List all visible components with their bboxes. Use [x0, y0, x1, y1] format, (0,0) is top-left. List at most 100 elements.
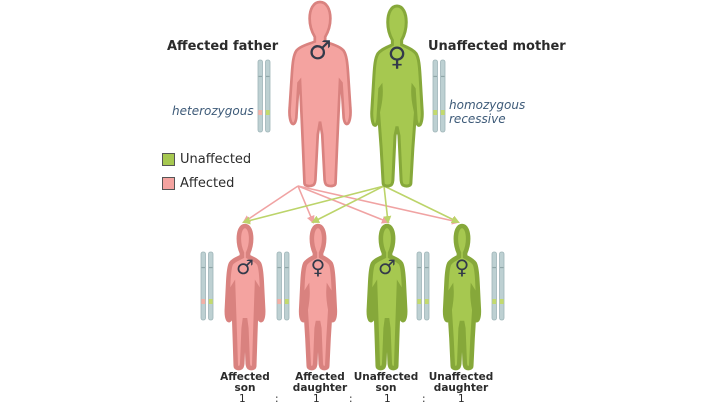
child-figure-1: ♂ — [227, 226, 263, 368]
male-symbol-icon: ♂ — [378, 255, 396, 279]
legend-affected-label: Affected — [180, 176, 235, 191]
father-figure: ♂ — [289, 2, 350, 186]
figure-body — [445, 226, 479, 368]
arrow-from-father — [297, 185, 390, 224]
centromere-mark — [441, 75, 445, 78]
chromosome — [416, 251, 422, 321]
arrow-from-mother — [242, 185, 385, 225]
centromere-mark — [266, 75, 270, 78]
ratio-unaffected-son: 1 — [384, 393, 391, 405]
centromere-mark — [201, 266, 205, 269]
centromere-mark — [277, 266, 281, 269]
figure-body — [372, 6, 423, 186]
arrow-from-mother — [383, 185, 460, 223]
child1-chromosomes — [200, 251, 214, 321]
child-figure-2: ♀ — [301, 226, 335, 368]
legend-unaffected-label: Unaffected — [180, 152, 252, 167]
ratio-affected-son: 1 — [239, 393, 246, 405]
legend-unaffected: Unaffected — [162, 152, 251, 167]
ratio-separator: : — [422, 393, 426, 405]
arrow-from-father — [297, 185, 460, 225]
child4-chromosomes — [491, 251, 505, 321]
child-label-unaffected-daughter: Unaffected daughter — [421, 372, 501, 394]
father-label: Affected father — [167, 39, 279, 54]
centromere-mark — [258, 75, 262, 78]
child-figure-4: ♀ — [445, 226, 479, 368]
father-genotype: heterozygous — [172, 104, 254, 118]
child-label-unaffected-son: Unaffected son — [346, 372, 426, 394]
chromosome — [432, 59, 438, 133]
centromere-mark — [209, 266, 213, 269]
male-symbol-icon: ♂ — [236, 255, 254, 279]
figure-body — [227, 226, 263, 368]
ratio-affected-daughter: 1 — [313, 393, 320, 405]
centromere-mark — [285, 266, 289, 269]
gene-band — [433, 110, 438, 115]
child2-chromosomes — [276, 251, 290, 321]
chromosome — [257, 59, 263, 133]
gene-band — [440, 110, 445, 115]
ratio-separator: : — [275, 393, 279, 405]
child-label-line2: daughter — [292, 382, 348, 394]
mother-figure: ♀ — [372, 6, 423, 186]
arrow-from-father — [297, 185, 315, 224]
arrow-from-father — [242, 185, 299, 224]
gene-band — [258, 110, 263, 115]
chromosomes — [200, 59, 505, 321]
arrow-from-mother — [383, 185, 392, 224]
male-symbol-icon: ♂ — [308, 36, 331, 66]
child-label-line1: Affected — [220, 371, 270, 383]
ratio-separator: : — [349, 393, 353, 405]
child-figure-3: ♂ — [369, 226, 405, 368]
gene-band — [417, 299, 422, 304]
father-chromosomes — [257, 59, 271, 133]
chromosome — [276, 251, 282, 321]
legend-affected: Affected — [162, 176, 234, 191]
female-symbol-icon: ♀ — [311, 255, 326, 279]
chromosome — [208, 251, 214, 321]
child-label-line1: Unaffected — [428, 371, 494, 383]
arrow-from-mother — [311, 185, 385, 223]
centromere-mark — [425, 266, 429, 269]
child-label-line1: Unaffected — [353, 371, 419, 383]
legend-affected-swatch — [162, 177, 175, 190]
inheritance-arrows — [242, 185, 460, 225]
mother-genotype-line2: recessive — [449, 112, 506, 126]
gene-band — [499, 299, 504, 304]
child3-chromosomes — [416, 251, 430, 321]
child-label-line2: daughter — [433, 382, 489, 394]
mother-genotype-line1: homozygous — [449, 98, 526, 112]
child-label-affected-son: Affected son — [205, 372, 285, 394]
chromosome — [424, 251, 430, 321]
chromosome — [440, 59, 446, 133]
chromosome — [200, 251, 206, 321]
child-label-line1: Affected — [295, 371, 345, 383]
gene-band — [277, 299, 282, 304]
figure-body — [301, 226, 335, 368]
centromere-mark — [492, 266, 496, 269]
centromere-mark — [433, 75, 437, 78]
gene-band — [201, 299, 206, 304]
child-label-affected-daughter: Affected daughter — [280, 372, 360, 394]
centromere-mark — [417, 266, 421, 269]
chromosome — [265, 59, 271, 133]
chromosome — [499, 251, 505, 321]
child-label-line2: son — [375, 382, 397, 394]
mother-chromosomes — [432, 59, 446, 133]
figure-body — [289, 2, 350, 186]
gene-band — [424, 299, 429, 304]
female-symbol-icon: ♀ — [387, 43, 406, 73]
gene-band — [208, 299, 213, 304]
mother-label: Unaffected mother — [428, 39, 566, 54]
child-label-line2: son — [234, 382, 256, 394]
ratio-unaffected-daughter: 1 — [458, 393, 465, 405]
chromosome — [491, 251, 497, 321]
centromere-mark — [500, 266, 504, 269]
gene-band — [284, 299, 289, 304]
figure-body — [369, 226, 405, 368]
legend-unaffected-swatch — [162, 153, 175, 166]
gene-band — [492, 299, 497, 304]
gene-band — [265, 110, 270, 115]
